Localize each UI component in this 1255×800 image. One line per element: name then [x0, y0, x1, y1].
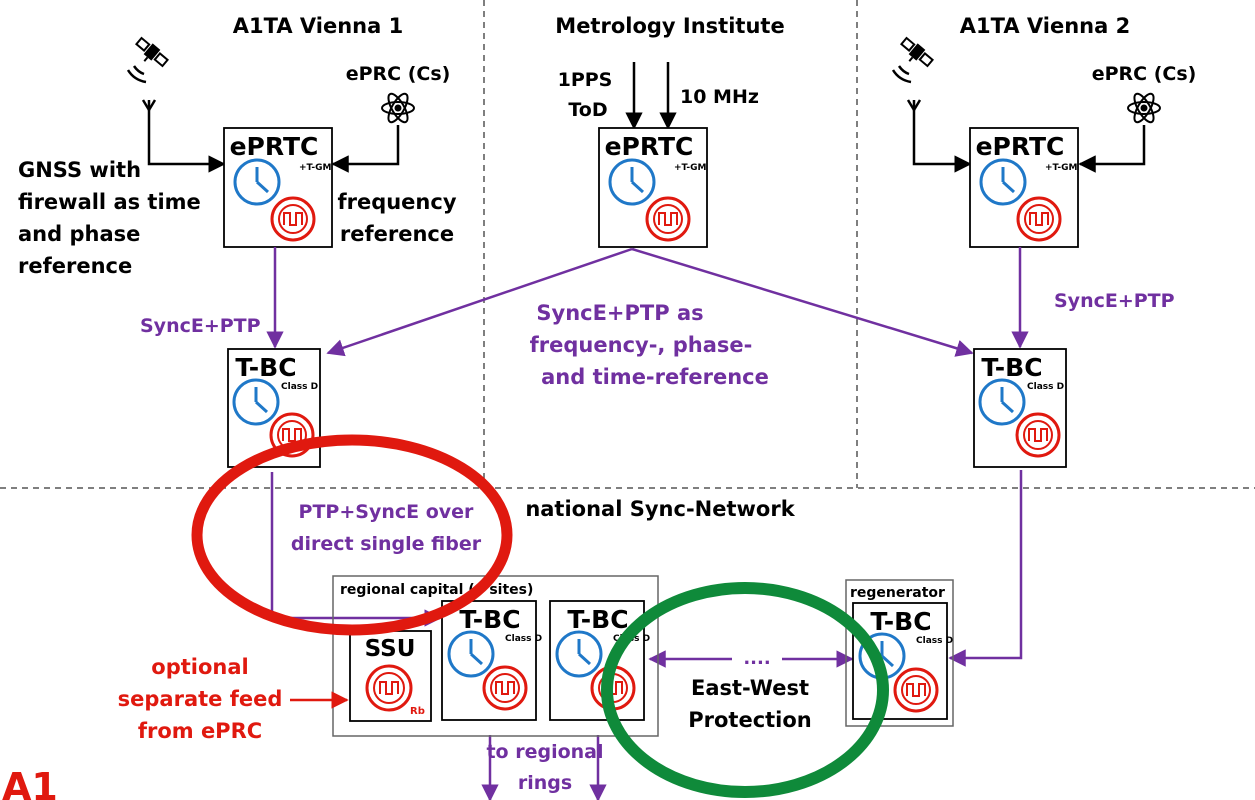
- svg-text:ePRTC: ePRTC: [976, 132, 1065, 161]
- satellite-icon: [899, 36, 935, 68]
- antenna-icon: [906, 99, 922, 113]
- svg-text:Rb: Rb: [410, 706, 425, 717]
- regenerator-group: [845, 579, 954, 727]
- highlight-ellipse-red: [191, 434, 513, 636]
- east-west-line-1: East-West: [691, 676, 809, 700]
- atom-icon: [1127, 92, 1161, 124]
- a1-logo: A1: [2, 765, 58, 800]
- ssu-node: SSU Rb: [349, 630, 432, 722]
- svg-text:+T-GM: +T-GM: [1045, 163, 1077, 173]
- eprtc-node-left: ePRTC +T-GM: [223, 127, 333, 248]
- optional-line-3: from ePRC: [138, 719, 262, 743]
- highlight-ellipse-green: [601, 582, 889, 798]
- gnss-line-1: GNSS with: [18, 158, 141, 182]
- site-title-right: A1TA Vienna 2: [960, 14, 1130, 38]
- oscillator-icon: [645, 196, 691, 242]
- svg-text:T-BC: T-BC: [567, 605, 628, 634]
- gnss-line-3: and phase: [18, 222, 140, 246]
- clock-icon: [608, 158, 656, 206]
- frequency-line-2: reference: [340, 222, 454, 246]
- tbc-node-regional-2: T-BC Class D: [549, 600, 650, 721]
- oscillator-icon: [1016, 196, 1062, 242]
- svg-text:Class D: Class D: [916, 636, 953, 646]
- sync-middle-line-3: and time-reference: [541, 365, 769, 389]
- clock-icon: [978, 378, 1026, 426]
- tod-label: ToD: [568, 99, 607, 121]
- svg-text:T-BC: T-BC: [235, 353, 296, 382]
- rings-line-1: to regional: [486, 741, 603, 763]
- oscillator-icon: [1015, 412, 1061, 458]
- atom-icon: [381, 92, 415, 124]
- clock-icon: [979, 158, 1027, 206]
- eprc-label-right: ePRC (Cs): [1092, 63, 1197, 85]
- clock-icon: [232, 378, 280, 426]
- site-title-left: A1TA Vienna 1: [233, 14, 403, 38]
- frequency-line-1: frequency: [337, 190, 456, 214]
- optional-line-2: separate feed: [118, 687, 283, 711]
- tbc-node-regenerator: T-BC Class D: [852, 602, 953, 720]
- svg-text:ePRTC: ePRTC: [230, 132, 319, 161]
- mhz-label: 10 MHz: [680, 86, 759, 108]
- svg-text:T-BC: T-BC: [870, 607, 931, 636]
- gnss-line-2: firewall as time: [18, 190, 201, 214]
- satellite-icon: [134, 36, 170, 68]
- clock-icon: [233, 158, 281, 206]
- regional-capital-label: regional capital (9 sites): [340, 582, 533, 598]
- svg-text:ePRTC: ePRTC: [605, 132, 694, 161]
- eprtc-node-middle: ePRTC +T-GM: [598, 127, 708, 248]
- ptp-line-2: direct single fiber: [291, 533, 482, 555]
- tbc-node-regional-1: T-BC Class D: [441, 600, 542, 721]
- regenerator-label: regenerator: [850, 585, 945, 601]
- oscillator-icon: [893, 667, 939, 713]
- east-west-line-2: Protection: [688, 708, 812, 732]
- svg-text:T-BC: T-BC: [459, 605, 520, 634]
- optional-line-1: optional: [151, 655, 248, 679]
- gnss-line-4: reference: [18, 254, 132, 278]
- svg-text:T-BC: T-BC: [981, 353, 1042, 382]
- east-west-dots: ....: [743, 648, 770, 669]
- sync-middle-line-2: frequency-, phase-: [530, 333, 753, 357]
- clock-icon: [447, 630, 495, 678]
- clock-icon: [555, 630, 603, 678]
- sync-left-label: SyncE+PTP: [140, 315, 261, 337]
- sync-middle-line-1: SyncE+PTP as: [536, 301, 703, 325]
- ptp-line-1: PTP+SyncE over: [299, 501, 475, 523]
- oscillator-icon: [482, 665, 528, 711]
- oscillator-icon: [270, 196, 316, 242]
- separators: [0, 0, 1255, 489]
- signal-waves-icon: [891, 65, 912, 84]
- reference-feeds: [147, 62, 1146, 173]
- tbc-node-right: T-BC Class D: [973, 348, 1067, 468]
- sync-right-label: SyncE+PTP: [1054, 290, 1175, 312]
- eprc-label-left: ePRC (Cs): [346, 63, 451, 85]
- svg-text:Class D: Class D: [1027, 382, 1064, 392]
- signal-waves-icon: [126, 65, 147, 84]
- rings-line-2: rings: [518, 772, 572, 794]
- sync-links: [266, 247, 1029, 800]
- site-title-middle: Metrology Institute: [555, 14, 784, 38]
- eprtc-node-right: ePRTC +T-GM: [969, 127, 1079, 248]
- pps-label: 1PPS: [558, 69, 613, 91]
- svg-text:Class D: Class D: [281, 382, 318, 392]
- svg-text:Class D: Class D: [505, 634, 542, 644]
- national-network-label: national Sync-Network: [525, 497, 795, 521]
- antenna-icon: [141, 99, 157, 113]
- oscillator-icon: [365, 664, 413, 712]
- svg-text:SSU: SSU: [365, 636, 416, 662]
- svg-text:+T-GM: +T-GM: [299, 163, 331, 173]
- svg-text:+T-GM: +T-GM: [674, 163, 706, 173]
